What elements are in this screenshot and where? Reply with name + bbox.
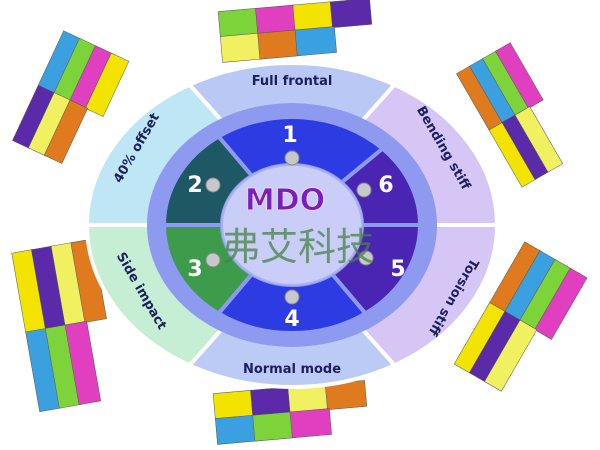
car-panel (252, 411, 295, 442)
car-panel (255, 4, 298, 35)
number-1: 1 (282, 123, 297, 148)
label-normal-mode: Normal mode (243, 362, 341, 377)
car-panel (217, 7, 260, 38)
car-model-normal-mode (212, 380, 368, 445)
car-panel (534, 267, 588, 340)
car-panel (495, 42, 544, 109)
car-panel (215, 414, 258, 445)
node-ball-6 (356, 182, 372, 198)
car-panel (43, 99, 89, 164)
car-panel (220, 32, 263, 63)
number-3: 3 (187, 257, 202, 282)
number-5: 5 (390, 257, 405, 282)
outer-ring (84, 61, 500, 389)
watermark: 弗艾科技 (222, 225, 374, 269)
label-full-frontal: Full frontal (252, 74, 333, 89)
node-ball-1 (284, 150, 300, 166)
number-4: 4 (284, 307, 299, 332)
car-panel (294, 26, 337, 57)
car-model-full-frontal (217, 0, 373, 63)
node-ball-3 (205, 252, 221, 268)
car-panel (257, 29, 300, 60)
number-2: 2 (187, 173, 202, 198)
car-panel (289, 408, 332, 439)
car-model-40-offset (12, 30, 130, 164)
car-model-side-impact (11, 238, 107, 413)
car-models (11, 0, 588, 445)
car-panel (292, 1, 335, 32)
car-panel (212, 389, 255, 420)
car-panel (64, 320, 102, 406)
number-6: 6 (378, 173, 393, 198)
node-ball-2 (205, 177, 221, 193)
node-ball-5 (358, 250, 374, 266)
center-mdo-label: MDO (245, 183, 325, 218)
car-model-bending-stiff (456, 42, 564, 188)
car-panel (85, 52, 130, 117)
car-model-torsion-stiff (453, 241, 588, 392)
car-panel (250, 386, 293, 417)
car-panel (484, 319, 538, 392)
node-ball-4 (284, 289, 300, 305)
node-balls (205, 150, 374, 305)
car-panel (329, 0, 373, 28)
car-panel (514, 106, 564, 173)
